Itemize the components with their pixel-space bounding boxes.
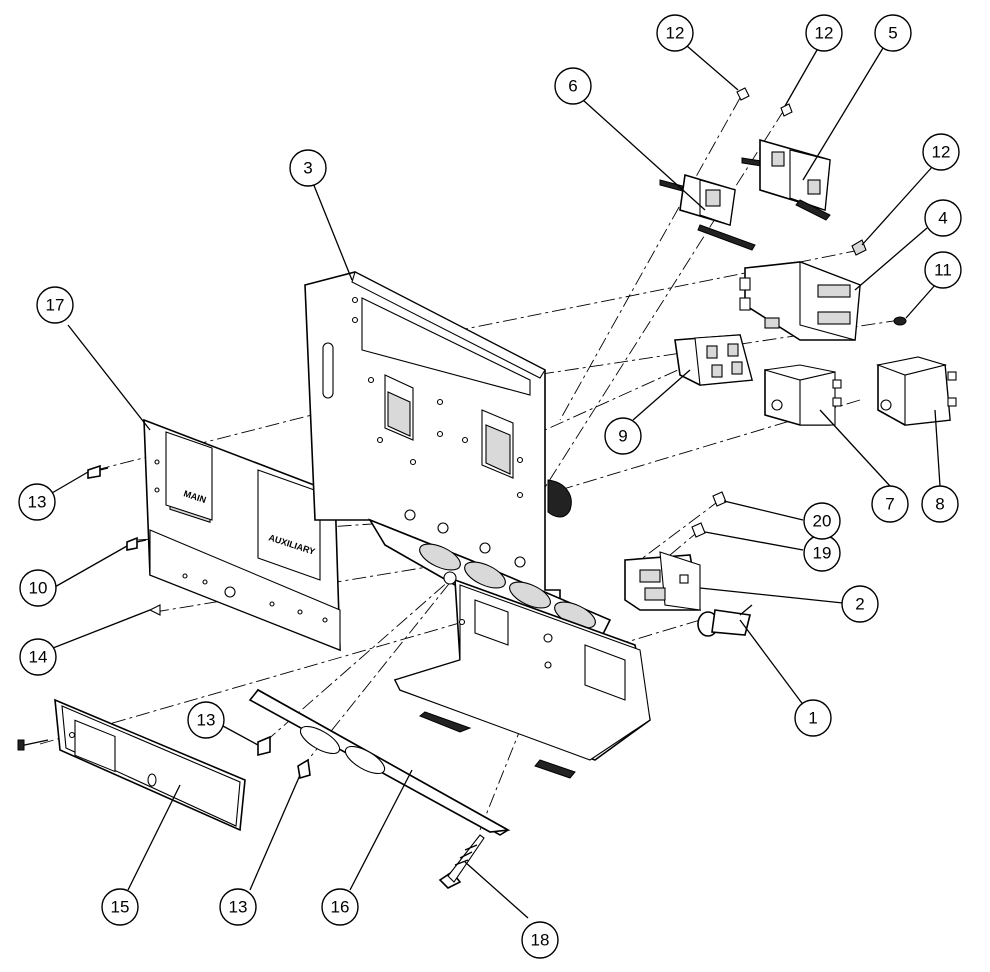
svg-text:13: 13	[28, 493, 47, 512]
svg-text:16: 16	[331, 898, 350, 917]
breaker-7	[764, 364, 842, 426]
callout-13-a: 13	[18, 483, 56, 521]
gasket-plate	[248, 688, 511, 836]
breaker-8	[875, 356, 957, 426]
callout-2: 2	[841, 585, 879, 623]
callout-9: 9	[604, 417, 642, 455]
callout-14: 14	[19, 638, 57, 676]
svg-text:17: 17	[46, 296, 65, 315]
callout-12-c: 12	[922, 133, 960, 171]
relay-5	[741, 138, 831, 221]
relay-2	[624, 551, 701, 611]
callout-5: 5	[874, 14, 912, 52]
svg-text:12: 12	[932, 143, 951, 162]
svg-text:8: 8	[935, 495, 944, 514]
callout-12-b: 12	[805, 14, 843, 52]
aux-front-panel: MAIN AUXILIARY	[143, 418, 341, 652]
callout-13-c: 13	[219, 888, 257, 926]
svg-text:5: 5	[888, 24, 897, 43]
svg-text:12: 12	[815, 24, 834, 43]
relay-9	[674, 334, 754, 386]
callout-17: 17	[36, 286, 74, 324]
relay-6	[659, 173, 756, 251]
svg-text:13: 13	[197, 711, 216, 730]
lower-chassis	[393, 578, 651, 779]
screws	[17, 87, 907, 889]
svg-text:6: 6	[568, 77, 577, 96]
svg-text:2: 2	[855, 595, 864, 614]
callout-balloons: 1 2 3 4 5 6 7 8 9 10 11 12 12 12 13 13 1…	[18, 14, 962, 959]
callout-3: 3	[289, 149, 327, 187]
main-mounting-panel	[304, 271, 572, 602]
svg-text:3: 3	[303, 159, 312, 178]
svg-text:10: 10	[29, 579, 48, 598]
svg-text:7: 7	[885, 495, 894, 514]
callout-12-a: 12	[656, 14, 694, 52]
toggle-switch-1	[697, 604, 753, 637]
svg-text:20: 20	[813, 512, 832, 531]
callout-18: 18	[521, 921, 559, 959]
svg-text:13: 13	[229, 898, 248, 917]
svg-text:18: 18	[531, 931, 550, 950]
svg-text:19: 19	[813, 544, 832, 563]
callout-16: 16	[321, 888, 359, 926]
callout-10: 10	[19, 569, 57, 607]
aux-plate	[54, 698, 246, 832]
contactor-4	[739, 261, 861, 341]
callout-19: 19	[803, 534, 841, 572]
callout-4: 4	[924, 199, 962, 237]
svg-text:12: 12	[666, 24, 685, 43]
svg-text:15: 15	[111, 898, 130, 917]
svg-text:1: 1	[808, 709, 817, 728]
callout-8: 8	[921, 485, 959, 523]
callout-20: 20	[803, 502, 841, 540]
svg-text:9: 9	[618, 427, 627, 446]
callout-13-b: 13	[187, 701, 225, 739]
callout-15: 15	[101, 888, 139, 926]
svg-text:14: 14	[29, 648, 48, 667]
svg-text:4: 4	[938, 209, 947, 228]
leader-lines	[51, 45, 941, 919]
callout-11: 11	[924, 251, 962, 289]
svg-text:11: 11	[934, 261, 952, 280]
callout-6: 6	[554, 67, 592, 105]
callout-1: 1	[794, 699, 832, 737]
callout-7: 7	[871, 485, 909, 523]
